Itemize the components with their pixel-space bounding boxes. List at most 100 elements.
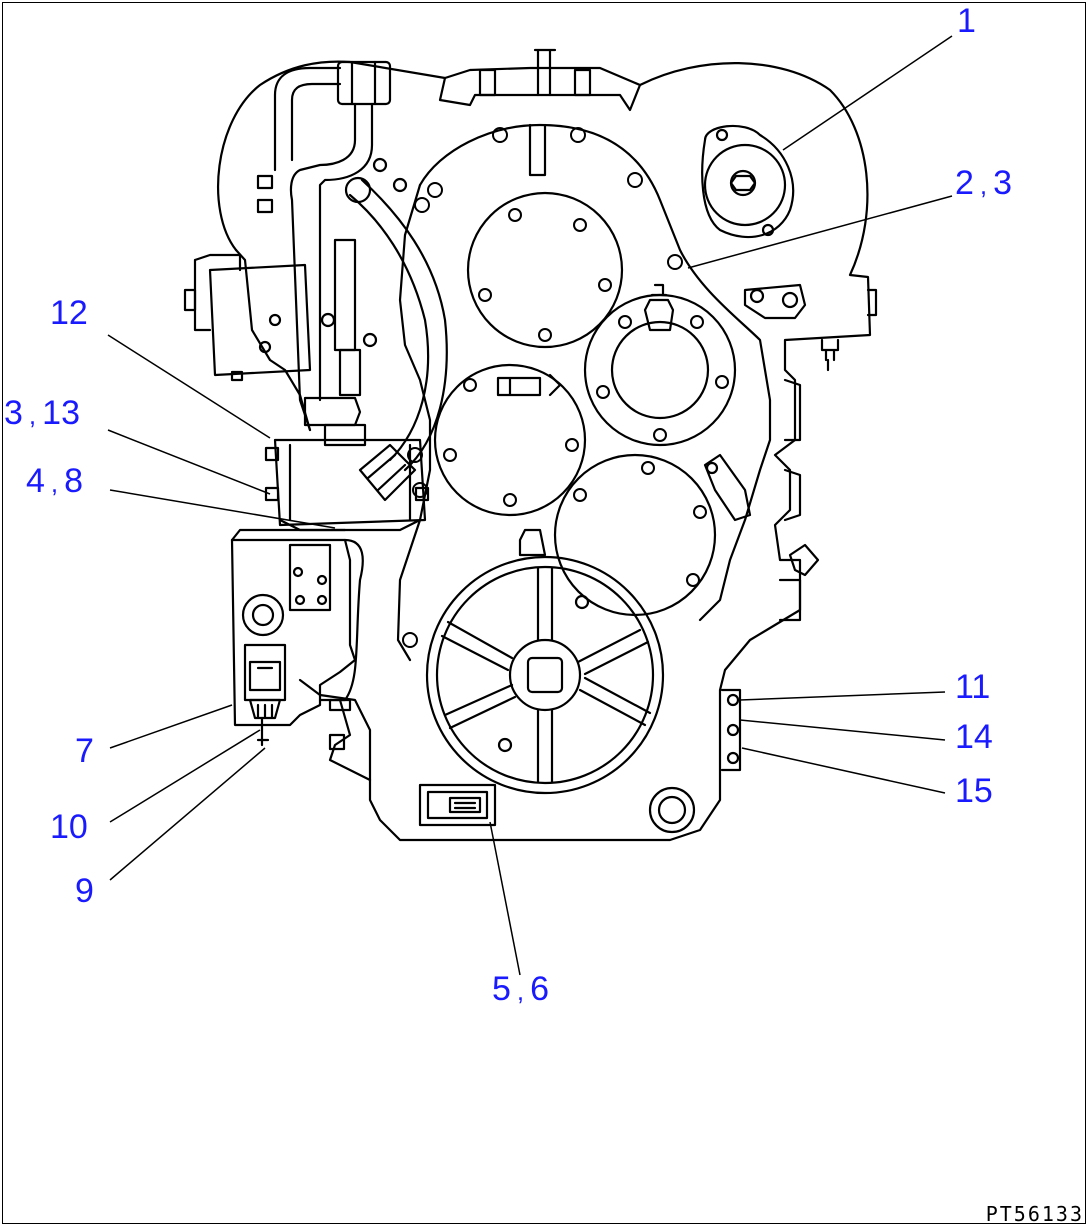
left-housing-edge <box>234 248 312 432</box>
pulley-spokes <box>440 566 652 784</box>
callout-2-3: 2,3 <box>955 164 1013 202</box>
gear-cover-right-bolts <box>596 315 729 442</box>
callout-11: 11 <box>955 668 991 706</box>
drawing-id: PT56133 <box>985 1202 1084 1226</box>
right-bracket <box>743 283 807 320</box>
gear-cover-lower-bolts <box>573 461 707 587</box>
valve-block-top <box>193 253 242 332</box>
valve-hole-1 <box>268 313 282 327</box>
center-cover <box>418 123 772 622</box>
filter-bottom <box>248 698 282 720</box>
lower-casting-left <box>328 698 372 782</box>
right-sensor <box>820 338 840 372</box>
right-lever-pin <box>705 461 719 475</box>
filter-bolt-small <box>328 698 352 712</box>
mid-bolt-d <box>392 177 408 193</box>
item1-cap <box>701 124 795 239</box>
nameplate <box>418 783 497 827</box>
top-lug <box>478 68 497 97</box>
pipe-outer <box>273 66 342 172</box>
valve-hole-2 <box>258 340 272 354</box>
pulley-hole-top <box>574 594 590 610</box>
right-lug-3 <box>778 578 802 622</box>
pipe-fitting-top <box>336 60 392 106</box>
hose-curve <box>348 193 430 462</box>
pump-bolt-3-13 <box>264 486 280 502</box>
filter-hose <box>318 538 364 702</box>
top-rib <box>533 48 557 97</box>
bolt-11 <box>726 693 740 707</box>
pulley-bracket <box>518 528 547 557</box>
item1-hole-b <box>761 223 775 237</box>
pump-base <box>278 518 422 532</box>
gear-cover-left <box>433 363 587 517</box>
hose-nut-mid2 <box>323 423 367 447</box>
valve-plug <box>183 288 197 312</box>
center-cover-left <box>396 183 432 662</box>
side-plate-11-15 <box>720 688 742 772</box>
mid-bolt-b <box>362 332 378 348</box>
right-plug <box>866 288 878 317</box>
gear-cover-top-bolts <box>478 208 612 342</box>
gear-cover-right <box>583 293 737 447</box>
right-bracket-hole <box>781 291 799 309</box>
pulley-outer <box>425 555 665 795</box>
pipe-inner <box>290 82 342 162</box>
gear-cover-left-bolts <box>443 378 579 507</box>
pump-bolt-12 <box>264 446 280 462</box>
pipe-down-inner <box>318 102 374 402</box>
right-bracket-hole2 <box>749 288 765 304</box>
hose-elbow <box>358 443 417 502</box>
leader-lines <box>107 35 953 976</box>
mid-bolt-a <box>320 312 336 328</box>
pulley-hole-bottom <box>497 737 513 753</box>
filter-bracket-top <box>230 528 347 542</box>
callout-10: 10 <box>50 808 88 846</box>
mid-bolt-c <box>372 157 388 173</box>
right-lug-1 <box>783 378 802 442</box>
filter-element <box>243 643 287 702</box>
valve-nut-small <box>230 370 244 382</box>
right-fitting <box>788 543 820 577</box>
pulley-hub <box>508 638 582 712</box>
callout-9: 9 <box>75 872 94 910</box>
hose-fitting-mid <box>333 238 357 352</box>
filter-plate <box>288 543 332 612</box>
item1-nut-hex <box>729 174 757 192</box>
upper-housing-curve <box>438 76 642 112</box>
filter-cap <box>248 660 282 692</box>
housing-outline <box>216 60 872 842</box>
gear-cover-top <box>466 191 624 349</box>
center-cover-rib <box>528 123 547 177</box>
callout-14: 14 <box>955 718 993 756</box>
cover-bolts <box>402 127 683 648</box>
drain-plug-outer <box>648 786 696 834</box>
filter-plate-hole-4 <box>316 594 328 606</box>
pump-body-line <box>288 443 412 522</box>
pump-bolt-right <box>414 486 430 502</box>
callout-7: 7 <box>75 732 94 770</box>
sensor-right <box>643 283 675 332</box>
pipe-down <box>289 102 357 432</box>
right-lever <box>703 453 752 522</box>
gear-cover-lower <box>553 453 717 617</box>
filter-head <box>241 593 285 637</box>
gear-cover-right-inner <box>610 320 710 420</box>
filter-bolt-lower <box>328 733 346 751</box>
callout-15: 15 <box>955 772 993 810</box>
pulley-rim <box>435 565 655 785</box>
sensor-left <box>496 373 562 397</box>
callout-12: 12 <box>50 294 88 332</box>
hose-curve-inner <box>360 178 448 472</box>
valve-bolt-2 <box>256 198 274 214</box>
filter-head-inner <box>251 603 275 627</box>
drain-plug-inner <box>657 795 687 825</box>
valve-bolt-1 <box>256 174 274 190</box>
pulley-hub-nut <box>526 656 564 694</box>
pipe-fitting-detail <box>350 60 377 106</box>
bolt-15 <box>726 751 740 765</box>
item1-cap-inner <box>703 143 787 227</box>
filter-drain <box>256 716 270 747</box>
filter-plate-hole-3 <box>294 594 306 606</box>
